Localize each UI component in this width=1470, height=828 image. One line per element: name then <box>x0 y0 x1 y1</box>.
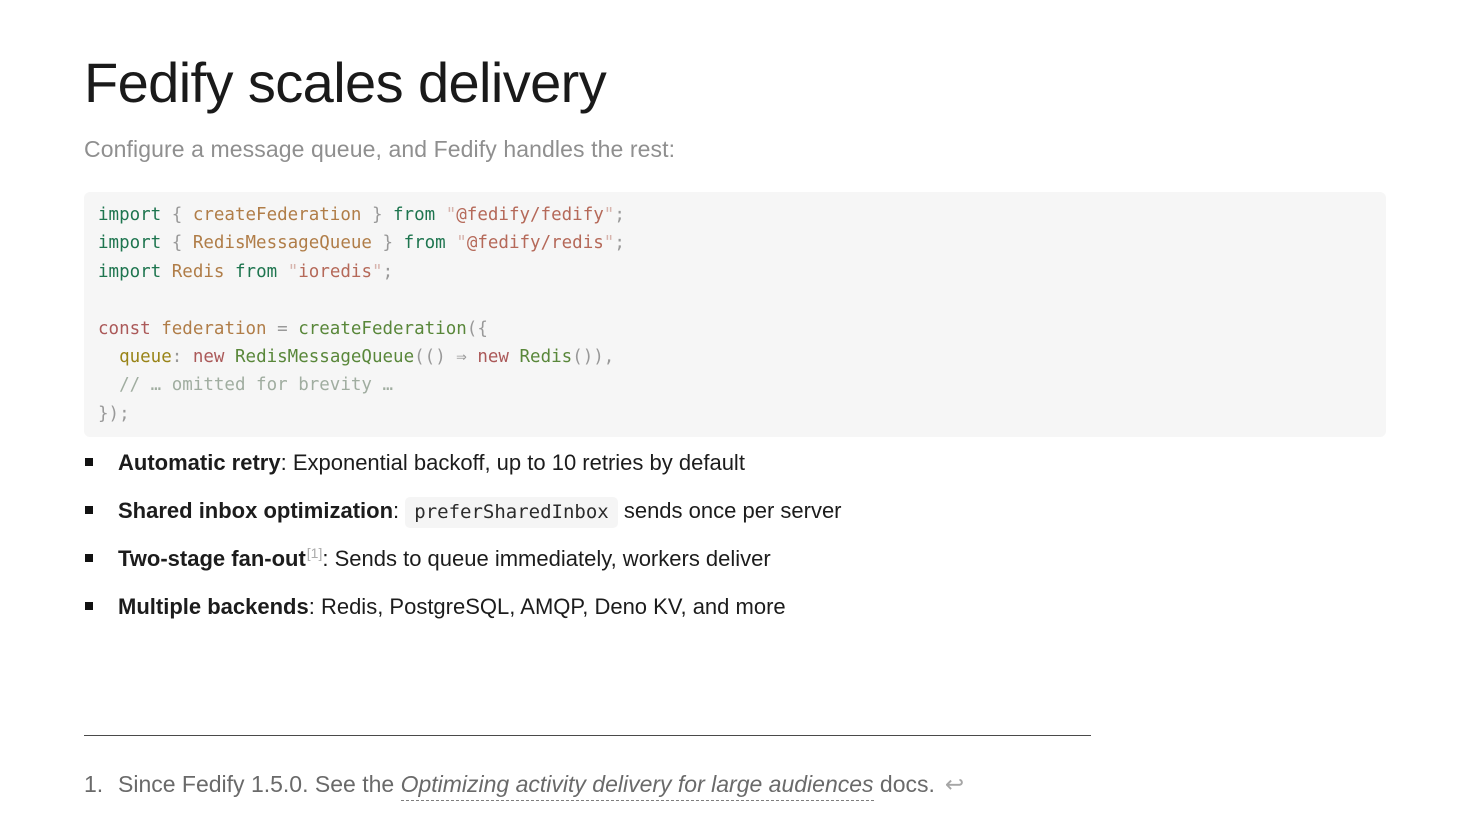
bullet-text: : Redis, PostgreSQL, AMQP, Deno KV, and … <box>308 594 786 619</box>
code-token: RedisMessageQueue <box>192 233 372 254</box>
code-token <box>224 262 235 282</box>
code-token: import <box>98 205 162 225</box>
code-token: import <box>98 233 162 254</box>
code-token: queue <box>119 347 172 368</box>
code-token: from <box>393 205 436 225</box>
code-token: (() ⇒ <box>414 347 478 368</box>
code-token: " <box>445 205 457 225</box>
code-token: = <box>266 318 299 339</box>
list-item: Multiple backends: Redis, PostgreSQL, AM… <box>84 593 1386 620</box>
code-token: { <box>161 205 193 225</box>
bullet-square-icon <box>85 554 93 562</box>
code-token: ()), <box>572 347 615 368</box>
code-token: @fedify/redis <box>466 233 604 254</box>
code-line: import Redis from "ioredis"; <box>98 258 1370 286</box>
bullet-label: Two-stage fan-out <box>118 546 306 571</box>
code-token: new <box>192 347 225 368</box>
code-token: const <box>98 318 151 339</box>
code-line: // … omitted for brevity … <box>98 371 1370 399</box>
code-token: }); <box>98 403 130 424</box>
code-token: import <box>98 261 162 282</box>
code-token <box>446 233 457 253</box>
code-token <box>435 205 446 225</box>
list-item: Shared inbox optimization: preferSharedI… <box>84 497 1386 528</box>
code-line: import { createFederation } from "@fedif… <box>98 201 1370 229</box>
slide-subtitle: Configure a message queue, and Fedify ha… <box>84 136 676 162</box>
code-token: ; <box>614 205 625 225</box>
code-token: ; <box>382 261 394 282</box>
footnote-number: 1. <box>84 771 104 797</box>
code-token: Redis <box>171 261 225 282</box>
code-token: : <box>171 347 193 368</box>
bullet-list: Automatic retry: Exponential backoff, up… <box>84 449 1386 641</box>
code-line: queue: new RedisMessageQueue(() ⇒ new Re… <box>98 343 1370 371</box>
code-token: } <box>371 233 404 254</box>
bullet-square-icon <box>85 506 93 514</box>
bullet-label: Multiple backends <box>118 594 309 619</box>
bullet-text: : Exponential backoff, up to 10 retries … <box>280 450 745 475</box>
code-token: from <box>235 261 278 282</box>
code-token <box>224 347 235 367</box>
code-token: federation <box>161 318 267 339</box>
bullet-label: Automatic retry <box>118 450 281 475</box>
footnote-ref-link[interactable]: [1] <box>306 545 323 561</box>
bullet-text: : <box>393 498 406 523</box>
code-token: RedisMessageQueue <box>235 347 415 368</box>
bullet-square-icon <box>85 602 93 610</box>
code-token: " <box>456 233 467 254</box>
footnote-text-after: docs. <box>873 771 935 797</box>
code-line: import { RedisMessageQueue } from "@fedi… <box>98 229 1370 257</box>
bullet-square-icon <box>85 458 93 466</box>
code-token: // … omitted for brevity … <box>119 375 394 396</box>
code-token <box>151 319 162 339</box>
code-token: " <box>287 261 299 282</box>
list-item: Automatic retry: Exponential backoff, up… <box>84 449 1386 476</box>
code-token: ; <box>614 233 625 254</box>
code-line: }); <box>98 400 1370 428</box>
code-token: Redis <box>519 347 573 368</box>
code-line: const federation = createFederation({ <box>98 315 1370 343</box>
footnote-separator <box>84 735 1091 736</box>
footnote-text-before: Since Fedify 1.5.0. See the <box>118 771 401 797</box>
code-token: } <box>361 205 394 225</box>
code-token: @fedify/fedify <box>456 205 604 225</box>
code-token: " <box>603 233 615 254</box>
code-token: new <box>477 347 509 368</box>
code-block: import { createFederation } from "@fedif… <box>84 192 1386 438</box>
code-token: " <box>372 261 383 282</box>
code-token <box>277 262 288 282</box>
code-token <box>98 347 119 367</box>
bullet-label: Shared inbox optimization <box>118 498 394 523</box>
code-token <box>98 375 119 395</box>
footnote-backref-icon[interactable]: ↩ <box>944 771 965 797</box>
page-title: Fedify scales delivery <box>84 51 607 114</box>
code-token: createFederation <box>298 318 467 339</box>
bullet-text: sends once per server <box>617 498 842 523</box>
footnote-link[interactable]: Optimizing activity delivery for large a… <box>400 771 874 801</box>
list-item: Two-stage fan-out[1]: Sends to queue imm… <box>84 545 1386 572</box>
code-token: " <box>603 205 615 225</box>
code-token: createFederation <box>192 205 362 225</box>
code-token <box>509 347 520 367</box>
code-token: { <box>161 233 193 254</box>
code-token: ({ <box>466 318 488 339</box>
inline-code: preferSharedInbox <box>405 497 618 528</box>
footnote: 1. Since Fedify 1.5.0. See the Optimizin… <box>84 771 965 801</box>
code-token <box>161 262 172 282</box>
code-token: from <box>403 233 446 254</box>
footnote-text: Since Fedify 1.5.0. See the Optimizing a… <box>118 771 965 801</box>
code-line: ​ <box>98 286 1370 314</box>
bullet-text: : Sends to queue immediately, workers de… <box>322 546 771 571</box>
code-token: ioredis <box>298 261 373 282</box>
